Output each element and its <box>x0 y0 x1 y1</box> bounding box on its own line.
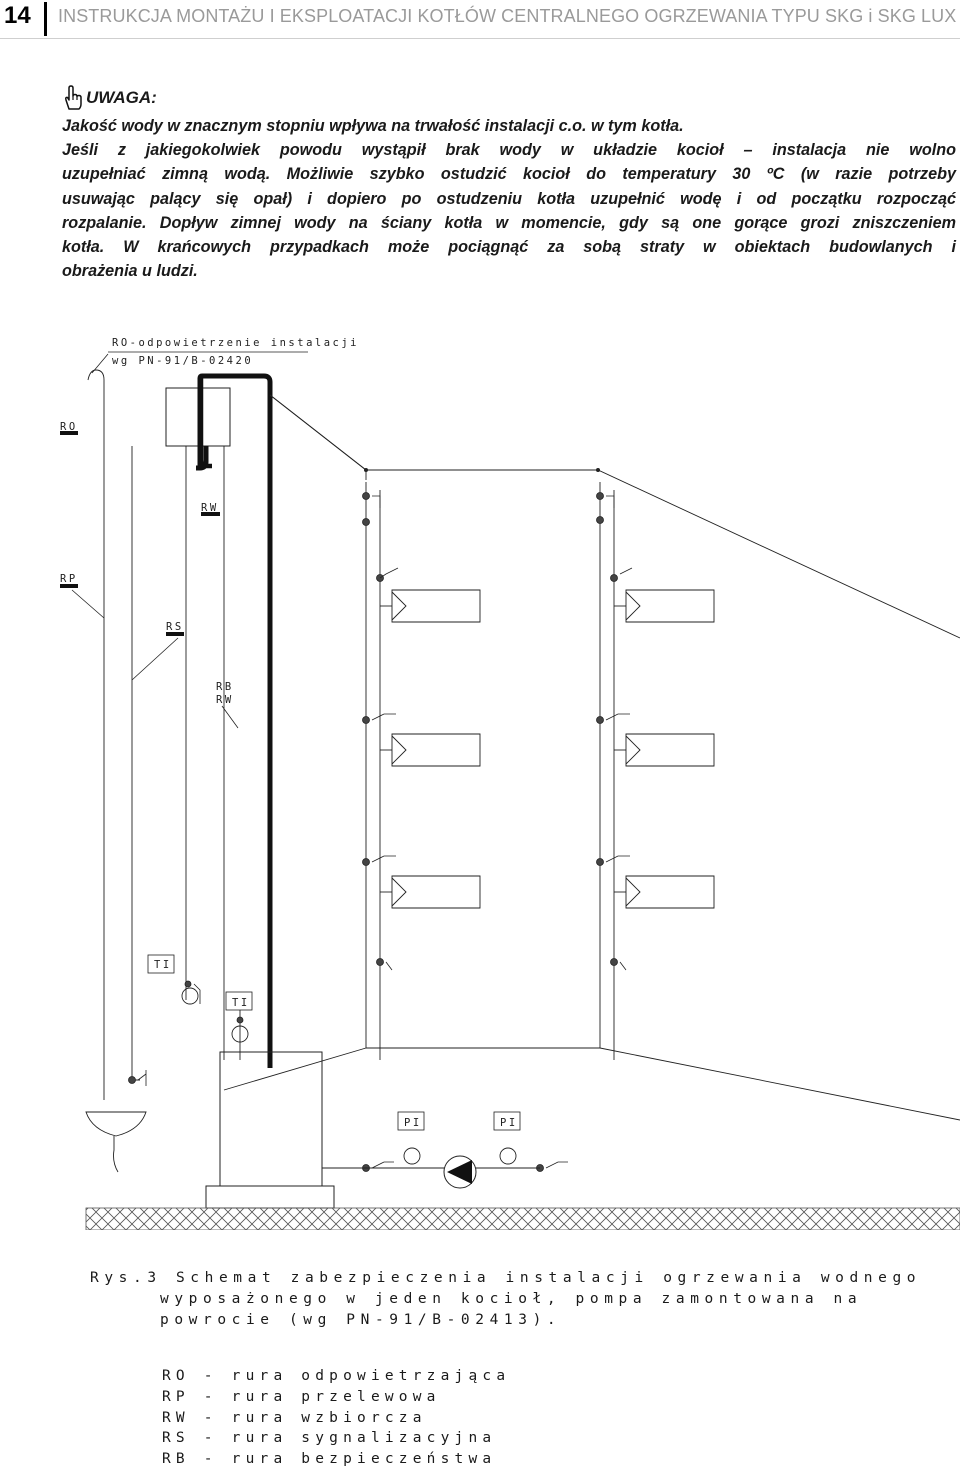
warning-heading: UWAGA: <box>62 84 956 112</box>
drain-funnel-icon <box>85 1111 147 1173</box>
label-pi-1: PI <box>404 1117 422 1129</box>
boiler-base <box>205 1185 335 1209</box>
safety-pipe <box>196 373 273 1068</box>
label-ro: RO <box>60 421 78 433</box>
label-ti-1: TI <box>154 959 172 971</box>
document-title: INSTRUKCJA MONTAŻU I EKSPLOATACJI KOTŁÓW… <box>58 6 957 26</box>
circulation-pump-icon <box>443 1155 477 1189</box>
valves <box>128 492 618 1172</box>
warning-line: Jeśli z jakiegokolwiek powodu wystąpił b… <box>62 141 956 160</box>
label-rb: RB <box>216 681 234 693</box>
return-main <box>365 482 601 1049</box>
warning-line: uzupełniać zimną wodą. Możliwie szybko o… <box>62 165 956 184</box>
figure-caption: Rys.3 Schemat zabezpieczenia instalacji … <box>90 1268 921 1331</box>
warning-title: UWAGA: <box>86 88 157 107</box>
warning-box: UWAGA: Jakość wody w znacznym stopniu wp… <box>62 84 956 283</box>
header-separator <box>44 2 47 36</box>
legend-item-rp: RP - rura przelewowa <box>162 1388 441 1405</box>
pressure-gauge-2-icon <box>499 1147 517 1165</box>
label-rw: RW <box>201 502 219 514</box>
label-pi-2: PI <box>500 1117 518 1129</box>
label-rp: RP <box>60 573 78 585</box>
supply-main <box>269 394 960 639</box>
warning-line: rozpalanie. Dopływ zimnej wody na ściany… <box>62 213 956 232</box>
warning-line: kotła. W krańcowych przypadkach może poc… <box>62 237 956 256</box>
caption-line-2: wyposażonego w jeden kocioł, pompa zamon… <box>160 1291 863 1307</box>
page-number: 14 <box>4 2 31 29</box>
warning-line: Jakość wody w znacznym stopniu wpływa na… <box>62 117 684 135</box>
warning-line: usuwając palący się opał) i dopiero po o… <box>62 189 956 208</box>
thermometer-2-icon <box>231 1025 249 1043</box>
radiators-right <box>614 589 715 909</box>
radiators-left <box>380 589 481 909</box>
caption-line-1: Rys.3 Schemat zabezpieczenia instalacji … <box>90 1270 922 1286</box>
label-rs: RS <box>166 621 184 633</box>
label-ti-2: TI <box>232 997 250 1009</box>
ground-hatch <box>85 1207 960 1230</box>
legend-item-ro: RO - rura odpowietrzająca <box>162 1368 511 1384</box>
legend-item-rw: RW - rura wzbiorcza <box>162 1409 427 1426</box>
thermometer-1-icon <box>181 987 199 1005</box>
warning-text: Jakość wody w znacznym stopniu wpływa na… <box>62 114 956 283</box>
boiler <box>219 1051 323 1187</box>
legend-item-rb: RB - rura bezpieczeństwa <box>162 1451 497 1468</box>
header-rule <box>0 38 960 39</box>
legend-item-rs: RS - rura sygnalizacyjna <box>162 1430 497 1447</box>
caption-line-3: powrocie (wg PN-91/B-02413). <box>160 1312 562 1328</box>
ro-note-line1: RO-odpowietrzenie instalacji <box>112 337 359 349</box>
label-rw-2: RW <box>216 694 234 706</box>
warning-line: obrażenia u ludzi. <box>62 262 198 281</box>
hand-pointing-icon <box>64 85 82 110</box>
heating-system-schematic: RO-odpowietrzenie instalacji wg PN-91/B-… <box>60 337 960 1230</box>
pipe-legend: RO - rura odpowietrzająca RP - rura prze… <box>162 1366 510 1470</box>
ro-note-line2: wg PN-91/B-02420 <box>112 355 253 367</box>
pressure-gauge-1-icon <box>403 1147 421 1165</box>
